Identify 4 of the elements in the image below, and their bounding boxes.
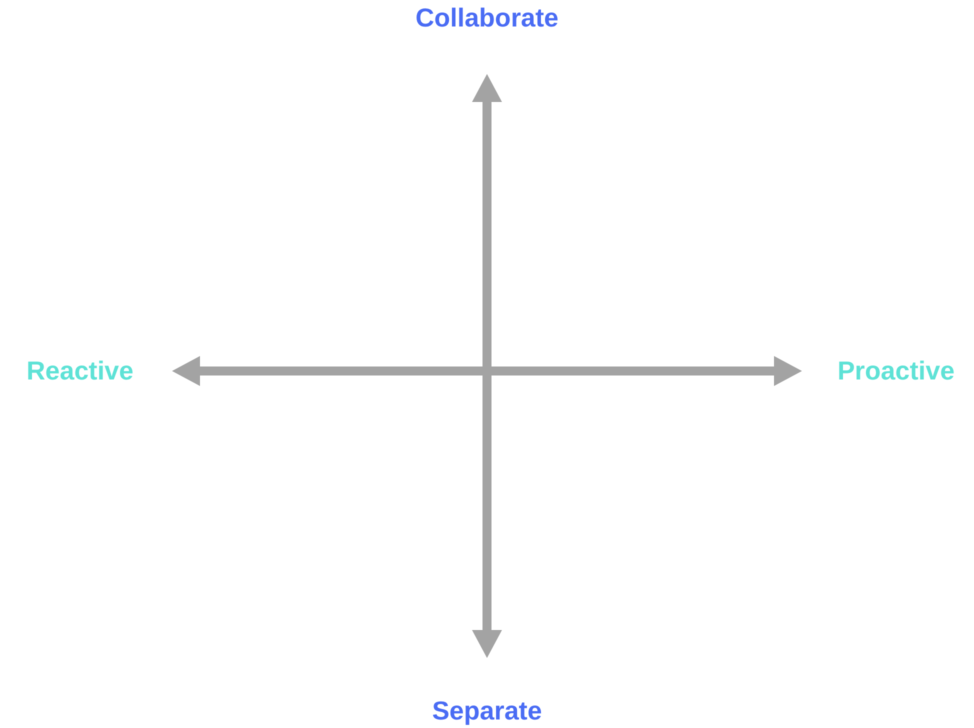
axis-label: Reactive <box>26 356 134 386</box>
axis-label: Separate <box>432 696 542 726</box>
axis-label: Collaborate <box>415 4 559 32</box>
axis-label: Proactive <box>837 356 955 386</box>
